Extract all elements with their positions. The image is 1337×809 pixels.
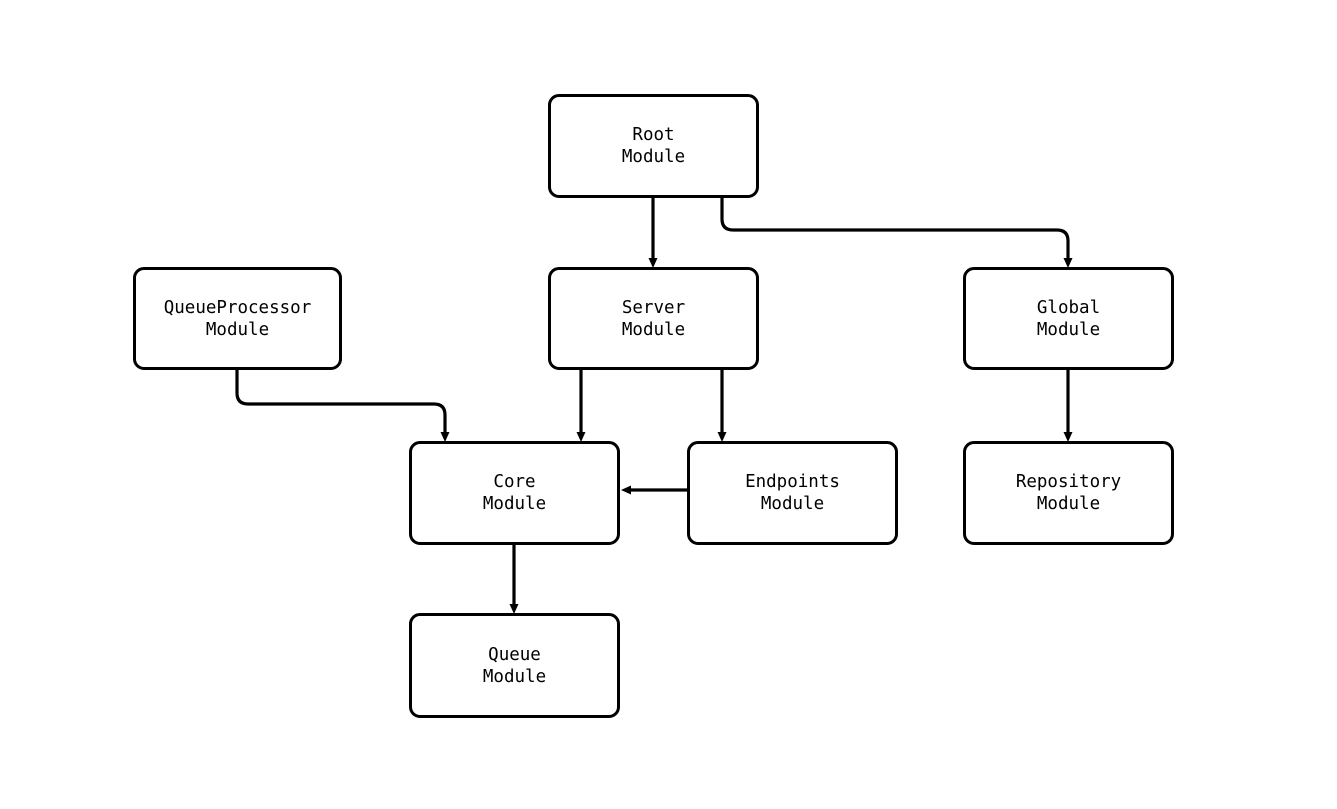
global-module-node[interactable]: Global Module [963,267,1174,370]
endpoints-module-node[interactable]: Endpoints Module [687,441,898,545]
queueprocessor-module-node[interactable]: QueueProcessor Module [133,267,342,370]
endpoints-module-label-line1: Endpoints [745,472,840,492]
queue-module-node[interactable]: Queue Module [409,613,620,718]
server-module-label-line1: Server [621,297,686,318]
queueprocessor-module-label-line2: Module [205,319,270,340]
root-module-node[interactable]: Root Module [548,94,759,198]
edge-queueprocessor-to-core [235,370,450,442]
root-module-label-line1: Root [632,125,675,145]
repository-module-label-line1: Repository [1015,472,1122,492]
repository-module-node[interactable]: Repository Module [963,441,1174,545]
endpoints-module-label-line2: Module [760,494,825,514]
queueprocessor-module-label-line1: QueueProcessor [163,297,312,318]
root-module-label-line2: Module [621,147,686,167]
core-module-node[interactable]: Core Module [409,441,620,545]
queue-module-label-line2: Module [482,666,547,687]
core-module-label-line2: Module [482,494,547,514]
server-module-label-line2: Module [621,319,686,340]
server-module-node[interactable]: Server Module [548,267,759,370]
core-module-label-line1: Core [493,472,536,492]
global-module-label-line1: Global [1036,297,1101,318]
edge-root-to-global [720,198,1073,268]
edges-group [235,198,1073,614]
queue-module-label-line1: Queue [488,644,541,665]
repository-module-label-line2: Module [1036,494,1101,514]
global-module-label-line2: Module [1036,319,1101,340]
